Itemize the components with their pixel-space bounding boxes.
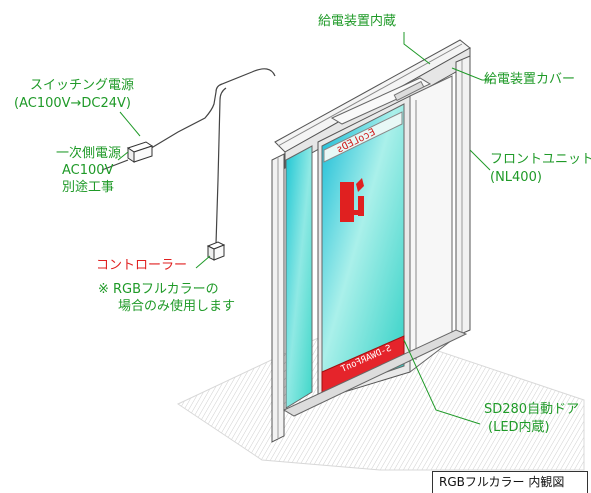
label-switching-power-title: スイッチング電源 xyxy=(30,78,135,93)
label-front-unit-1: フロントユニット xyxy=(490,152,591,167)
leader-lines xyxy=(117,32,492,425)
label-power-unit: 給電装置内蔵 xyxy=(318,14,397,29)
primary-cable xyxy=(101,159,129,171)
switching-power-box xyxy=(126,141,154,163)
label-note-2: 場合のみ使用します xyxy=(118,299,236,314)
door-top-strip xyxy=(323,111,403,163)
label-power-cover: 給電装置カバー xyxy=(484,72,576,87)
label-door-2: (LED内蔵) xyxy=(488,420,550,435)
label-note-1: ※ RGBフルカラーの xyxy=(98,282,219,297)
right-post xyxy=(455,55,471,337)
label-primary-power-3: 別途工事 xyxy=(62,180,115,195)
power-cable xyxy=(147,68,276,151)
label-controller: コントローラー xyxy=(96,258,188,273)
label-front-unit-2: (NL400) xyxy=(490,170,542,185)
label-primary-power-1: 一次側電源 xyxy=(56,146,122,161)
title-block: RGBフルカラー 内観図 xyxy=(432,471,588,493)
label-primary-power-2: AC100V xyxy=(62,163,114,178)
door-glass xyxy=(321,103,405,395)
controller-box xyxy=(206,241,226,261)
door-logo-glyph xyxy=(340,178,364,222)
label-door-1: SD280自動ドア xyxy=(484,402,580,417)
bottom-rail xyxy=(282,329,468,417)
controller-cable xyxy=(215,87,227,245)
left-glass xyxy=(285,145,313,409)
label-switching-power-spec: (AC100V→DC24V) xyxy=(14,96,132,111)
